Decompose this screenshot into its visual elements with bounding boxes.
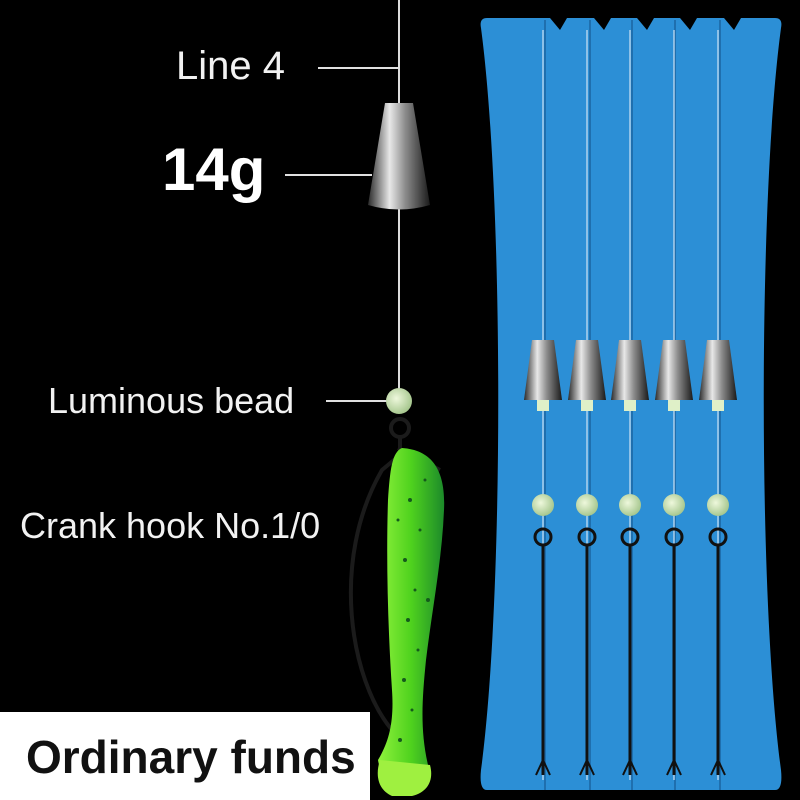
luminous-bead <box>386 388 412 414</box>
rig-4 <box>655 30 693 780</box>
hook-label: Crank hook No.1/0 <box>20 505 321 546</box>
rig-1 <box>524 30 562 780</box>
bullet-sinker <box>368 103 430 210</box>
rig-5 <box>699 30 737 780</box>
soft-lure <box>378 448 445 787</box>
weight-label: 14g <box>162 136 266 203</box>
rig-3 <box>611 30 649 780</box>
rig-2 <box>568 30 606 780</box>
lure-tail <box>377 760 432 796</box>
card-notches <box>550 18 741 30</box>
lure-glitter <box>396 478 430 742</box>
line-label: Line 4 <box>176 44 285 88</box>
version-badge: Ordinary funds <box>0 712 370 800</box>
version-badge-text: Ordinary funds <box>26 731 356 783</box>
bead-label: Luminous bead <box>48 380 295 421</box>
